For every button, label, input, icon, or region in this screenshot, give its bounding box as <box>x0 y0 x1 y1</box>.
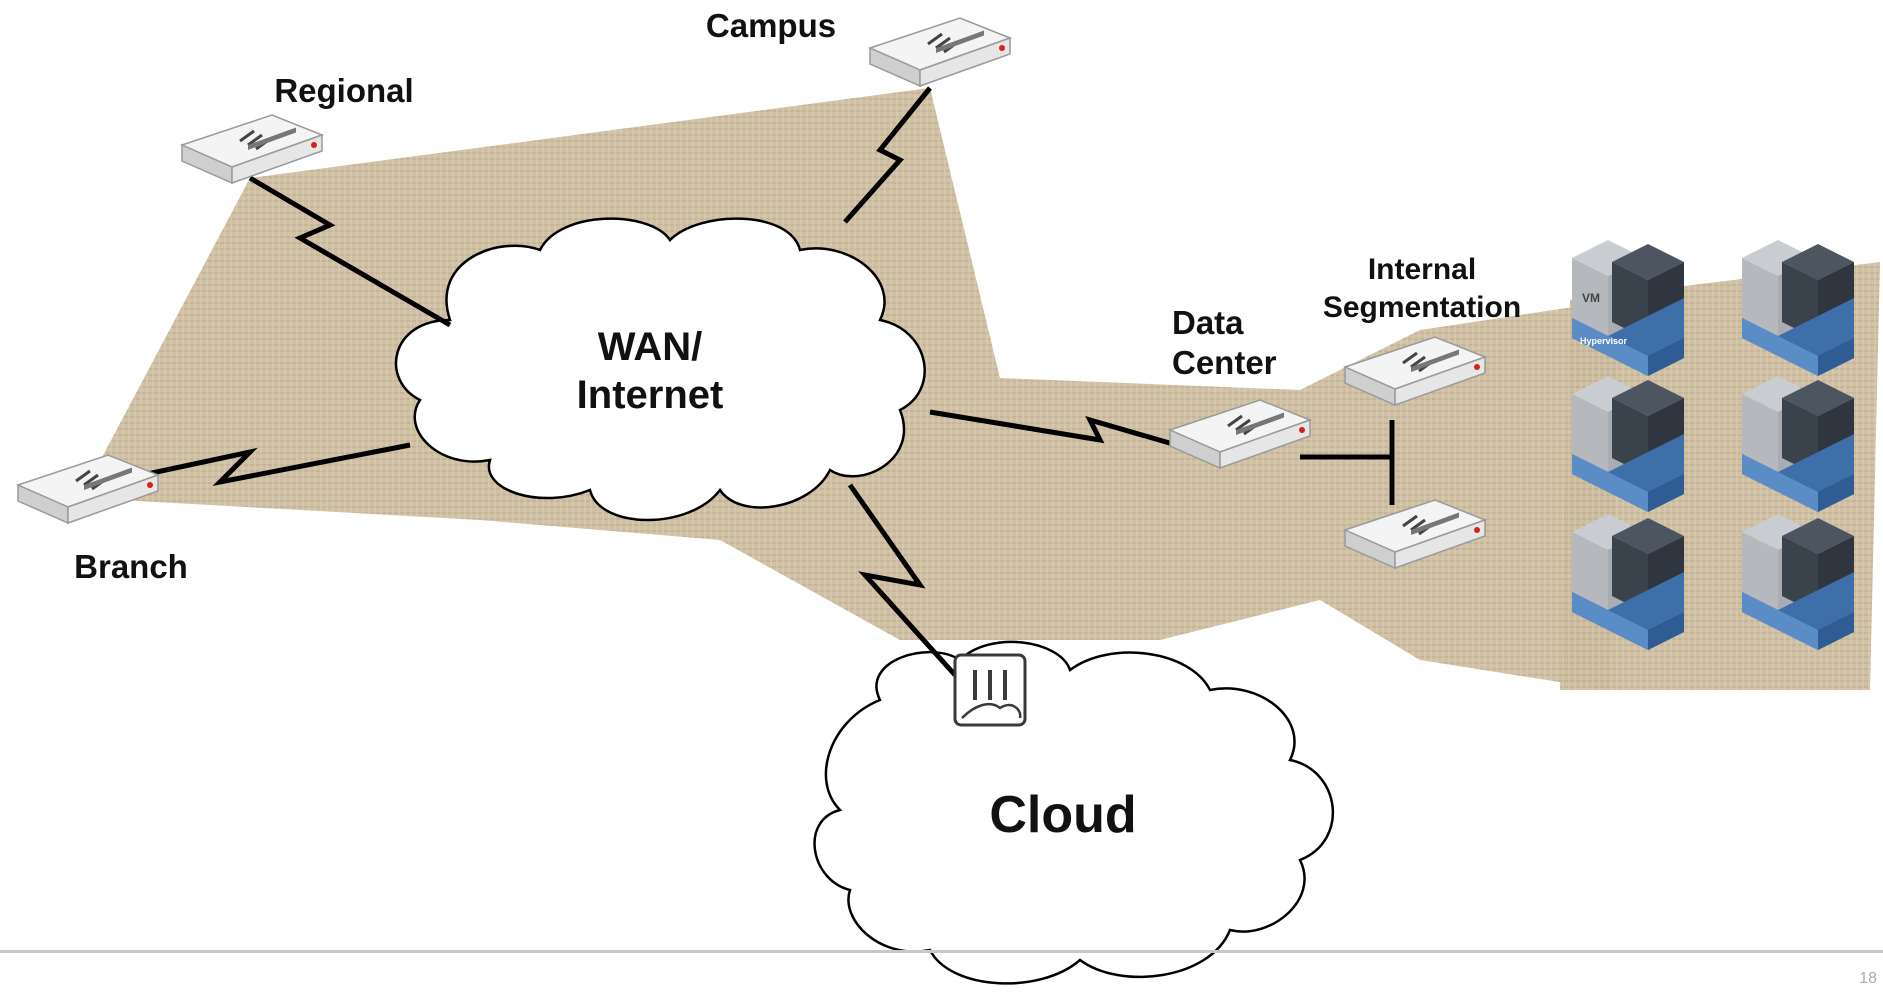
data-center-label-line1: Data <box>1172 304 1244 341</box>
hypervisor-badge: Hypervisor <box>1580 336 1628 346</box>
cloud-firewall-icon <box>953 653 1027 727</box>
footer-divider <box>0 950 1883 953</box>
internal-segmentation-label-line1: Internal <box>1368 253 1476 286</box>
link-campus-wan <box>843 86 932 224</box>
regional-label: Regional <box>274 72 413 109</box>
server-column-2 <box>1742 240 1854 650</box>
data-center-label-line2: Center <box>1172 344 1277 381</box>
wan-label-line1: WAN/ <box>598 325 702 369</box>
page-number: 18 <box>1859 970 1877 987</box>
wan-label-line2: Internet <box>577 373 724 417</box>
branch-label: Branch <box>74 548 188 585</box>
vm-badge: VM <box>1582 291 1600 305</box>
cloud-label: Cloud <box>989 786 1136 844</box>
campus-firewall-icon <box>868 16 1012 88</box>
link-branch-wan <box>109 442 411 487</box>
campus-label: Campus <box>706 7 836 44</box>
server-badges: VM Hypervisor <box>1580 291 1628 346</box>
internal-segmentation-label-line2: Segmentation <box>1323 291 1521 324</box>
link-wan-cloud <box>847 483 957 677</box>
cloud-shape <box>813 640 1335 985</box>
link-wan-datacenter <box>929 409 1181 449</box>
link-regional-wan <box>248 175 452 328</box>
wan-cloud <box>394 217 926 522</box>
